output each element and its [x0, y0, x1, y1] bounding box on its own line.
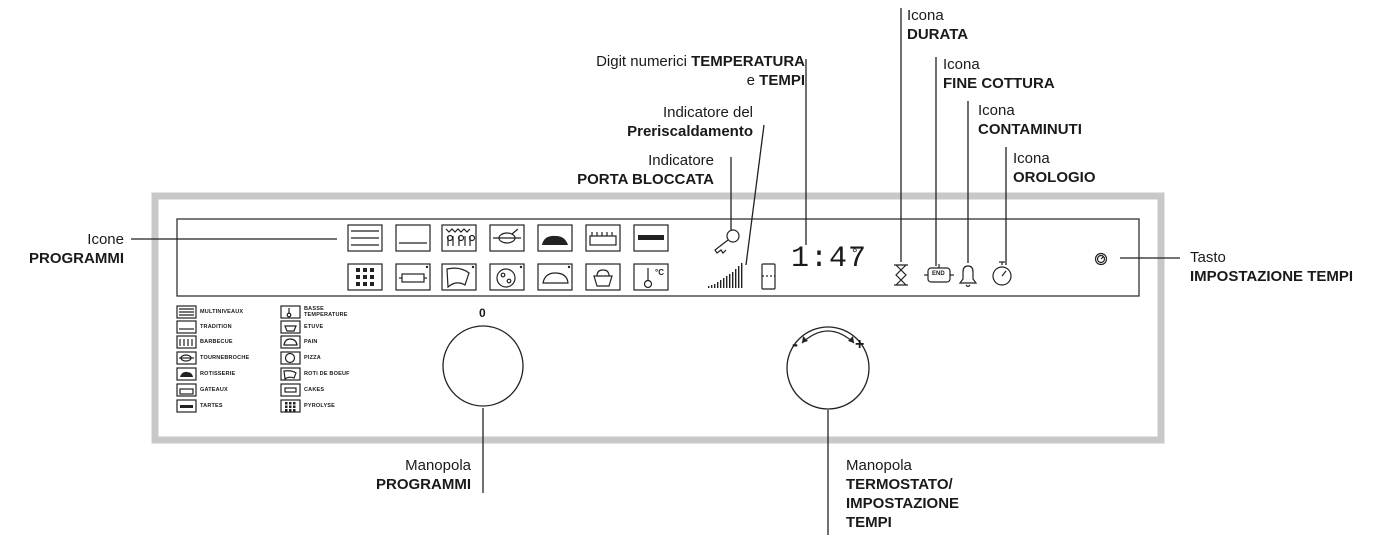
multiniveaux-icon — [347, 224, 383, 252]
legend-right-0: BASSE TEMPERATURE — [304, 306, 348, 318]
label-conta-line1: Icona — [978, 102, 1015, 119]
legend-left-2: BARBECUE — [200, 339, 233, 345]
label-durata-line1: Icona — [907, 7, 944, 24]
door-lock-key-icon — [714, 229, 740, 254]
knob-rotation-arrow — [801, 330, 855, 344]
gateaux-icon — [585, 224, 621, 252]
label-door: Indicatore PORTA BLOCCATA — [577, 151, 714, 189]
programmi-knob[interactable] — [442, 325, 524, 407]
end-icon-text: END — [932, 271, 945, 277]
label-manopola-term-line3: IMPOSTAZIONE — [846, 495, 960, 512]
program-icons-bottom-row: °C — [347, 263, 669, 291]
durata-hourglass-icon — [894, 264, 908, 286]
label-door-line2: PORTA BLOCCATA — [577, 171, 714, 188]
impostazione-tempi-button[interactable] — [1094, 252, 1108, 266]
label-conta-line2: CONTAMINUTI — [978, 121, 1082, 138]
legend-left-0: MULTINIVEAUX — [200, 309, 244, 315]
contaminuti-bell-icon — [958, 265, 978, 288]
leader-lines — [131, 8, 1180, 535]
legend-icons-right — [280, 305, 301, 413]
label-digits-text-2: e — [746, 72, 760, 89]
tartes-icon — [633, 224, 669, 252]
legend-left-5: GATEAUX — [200, 387, 228, 393]
label-manopola-termostato: Manopola TERMOSTATO/ IMPOSTAZIONE TEMPI — [846, 456, 959, 532]
label-digits-bold-2: TEMPI — [759, 72, 805, 89]
label-durata: Icona DURATA — [907, 6, 968, 44]
label-programmi-icons-line1: Icone — [87, 231, 124, 248]
label-durata-line2: DURATA — [907, 26, 969, 43]
label-fine-line1: Icona — [943, 56, 980, 73]
label-digits-text-1: Digit numerici — [596, 53, 692, 70]
label-tasto-line2: IMPOSTAZIONE TEMPI — [1190, 268, 1354, 285]
tradition-icon — [395, 224, 431, 252]
termostato-knob[interactable] — [786, 326, 870, 410]
pyrolyse-icon — [347, 263, 383, 291]
knob-zero-mark: 0 — [479, 306, 486, 320]
display-window — [176, 218, 1140, 297]
basse-temperature-icon: °C — [633, 263, 669, 291]
tournebroche-icon — [489, 224, 525, 252]
label-digits-bold-1: TEMPERATURA — [691, 53, 805, 70]
label-fine-cottura: Icona FINE COTTURA — [943, 55, 1055, 93]
label-tasto: Tasto IMPOSTAZIONE TEMPI — [1190, 248, 1353, 286]
degree-mark: ° — [852, 245, 858, 261]
legend-right-1: ETUVE — [304, 324, 324, 330]
numeric-digit-display — [761, 263, 776, 290]
label-preheat-line2: Preriscaldamento — [627, 123, 753, 140]
rotisserie-icon — [537, 224, 573, 252]
legend-left-1: TRADITION — [200, 324, 232, 330]
label-door-line1: Indicatore — [648, 152, 714, 169]
orologio-clock-icon — [992, 261, 1012, 286]
label-programmi-icons: Icone PROGRAMMI — [29, 230, 124, 268]
time-readout: 1:47 — [791, 242, 868, 276]
program-icons-top-row — [347, 224, 669, 252]
svg-text:°C: °C — [655, 268, 664, 277]
legend-left-4: ROTISSERIE — [200, 371, 236, 377]
label-manopola-term-line1: Manopola — [846, 457, 912, 474]
etuve-icon — [585, 263, 621, 291]
legend-right-6: PYROLYSE — [304, 403, 336, 409]
fine-cottura-end-icon — [924, 264, 954, 283]
legend-right-4: ROTI DE BOEUF — [304, 371, 350, 377]
label-manopola-term-line2: TERMOSTATO/ — [846, 476, 953, 493]
legend-right-5: CAKES — [304, 387, 325, 393]
legend-left-6: TARTES — [200, 403, 223, 409]
pain-icon — [537, 263, 573, 291]
label-orologio-line1: Icona — [1013, 150, 1050, 167]
label-manopola-prog-line2: PROGRAMMI — [376, 476, 471, 493]
cakes-icon — [395, 263, 431, 291]
label-fine-line2: FINE COTTURA — [943, 75, 1055, 92]
label-manopola-programmi: Manopola PROGRAMMI — [376, 456, 471, 494]
label-manopola-prog-line1: Manopola — [405, 457, 471, 474]
legend-right-3: PIZZA — [304, 355, 321, 361]
roti-de-boeuf-icon — [441, 263, 477, 291]
legend-icons-left — [176, 305, 197, 413]
label-preheat: Indicatore del Preriscaldamento — [627, 103, 753, 141]
label-digits: Digit numerici TEMPERATURA e TEMPI — [596, 52, 805, 90]
label-contaminuti: Icona CONTAMINUTI — [978, 101, 1082, 139]
preheat-bar-indicator — [708, 263, 743, 288]
pizza-icon — [489, 263, 525, 291]
label-tasto-line1: Tasto — [1190, 249, 1226, 266]
panel-frame — [151, 192, 1165, 444]
label-preheat-line1: Indicatore del — [662, 104, 753, 121]
knob-plus-mark: + — [855, 336, 865, 353]
label-orologio-line2: OROLOGIO — [1013, 169, 1096, 186]
legend-right-2: PAIN — [304, 339, 318, 345]
label-programmi-icons-line2: PROGRAMMI — [29, 250, 124, 267]
legend-left-3: TOURNEBROCHE — [200, 355, 250, 361]
knob-minus-mark: - — [792, 334, 798, 354]
barbecue-icon — [441, 224, 477, 252]
label-manopola-term-line4: TEMPI — [846, 514, 892, 531]
label-orologio: Icona OROLOGIO — [1013, 149, 1096, 187]
